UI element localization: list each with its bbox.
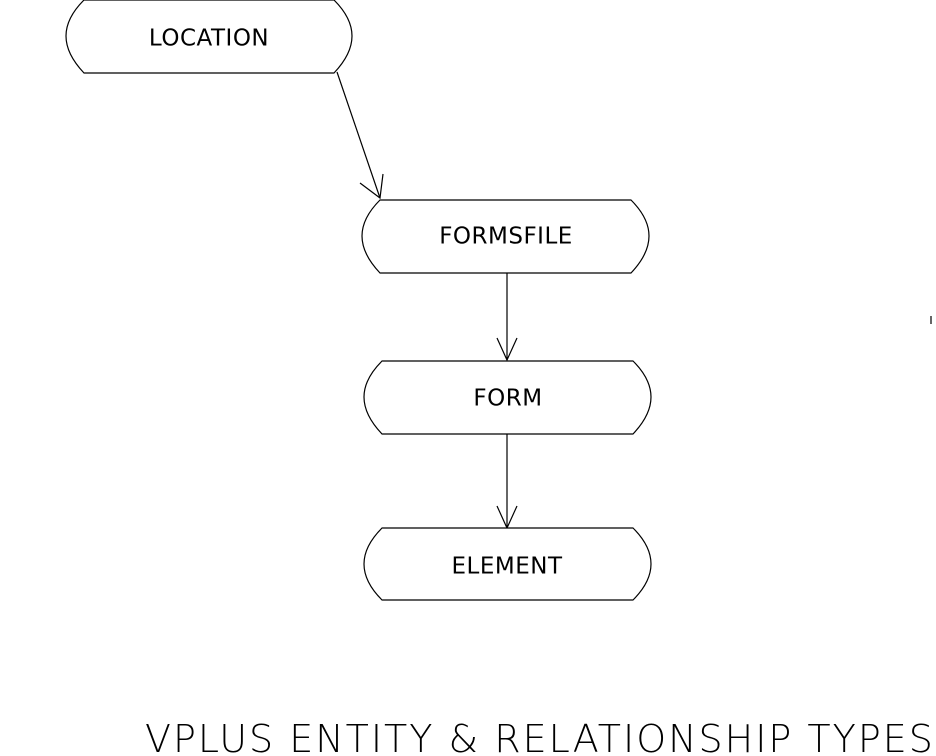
entity-node-element: ELEMENT [363,527,652,601]
entity-label-form: FORM [473,386,542,412]
entity-node-location: LOCATION [65,0,353,74]
entity-label-element: ELEMENT [451,554,562,580]
entity-label-location: LOCATION [149,26,269,52]
edge-location-to-formsfile [336,71,384,200]
diagram-title: VPLUS ENTITY & RELATIONSHIP TYPES [145,717,935,756]
edge-formsfile-to-form [496,273,518,362]
entity-label-formsfile: FORMSFILE [439,224,573,250]
entity-node-formsfile: FORMSFILE [361,199,650,274]
edge-form-to-element [496,434,518,530]
entity-node-form: FORM [363,360,652,435]
